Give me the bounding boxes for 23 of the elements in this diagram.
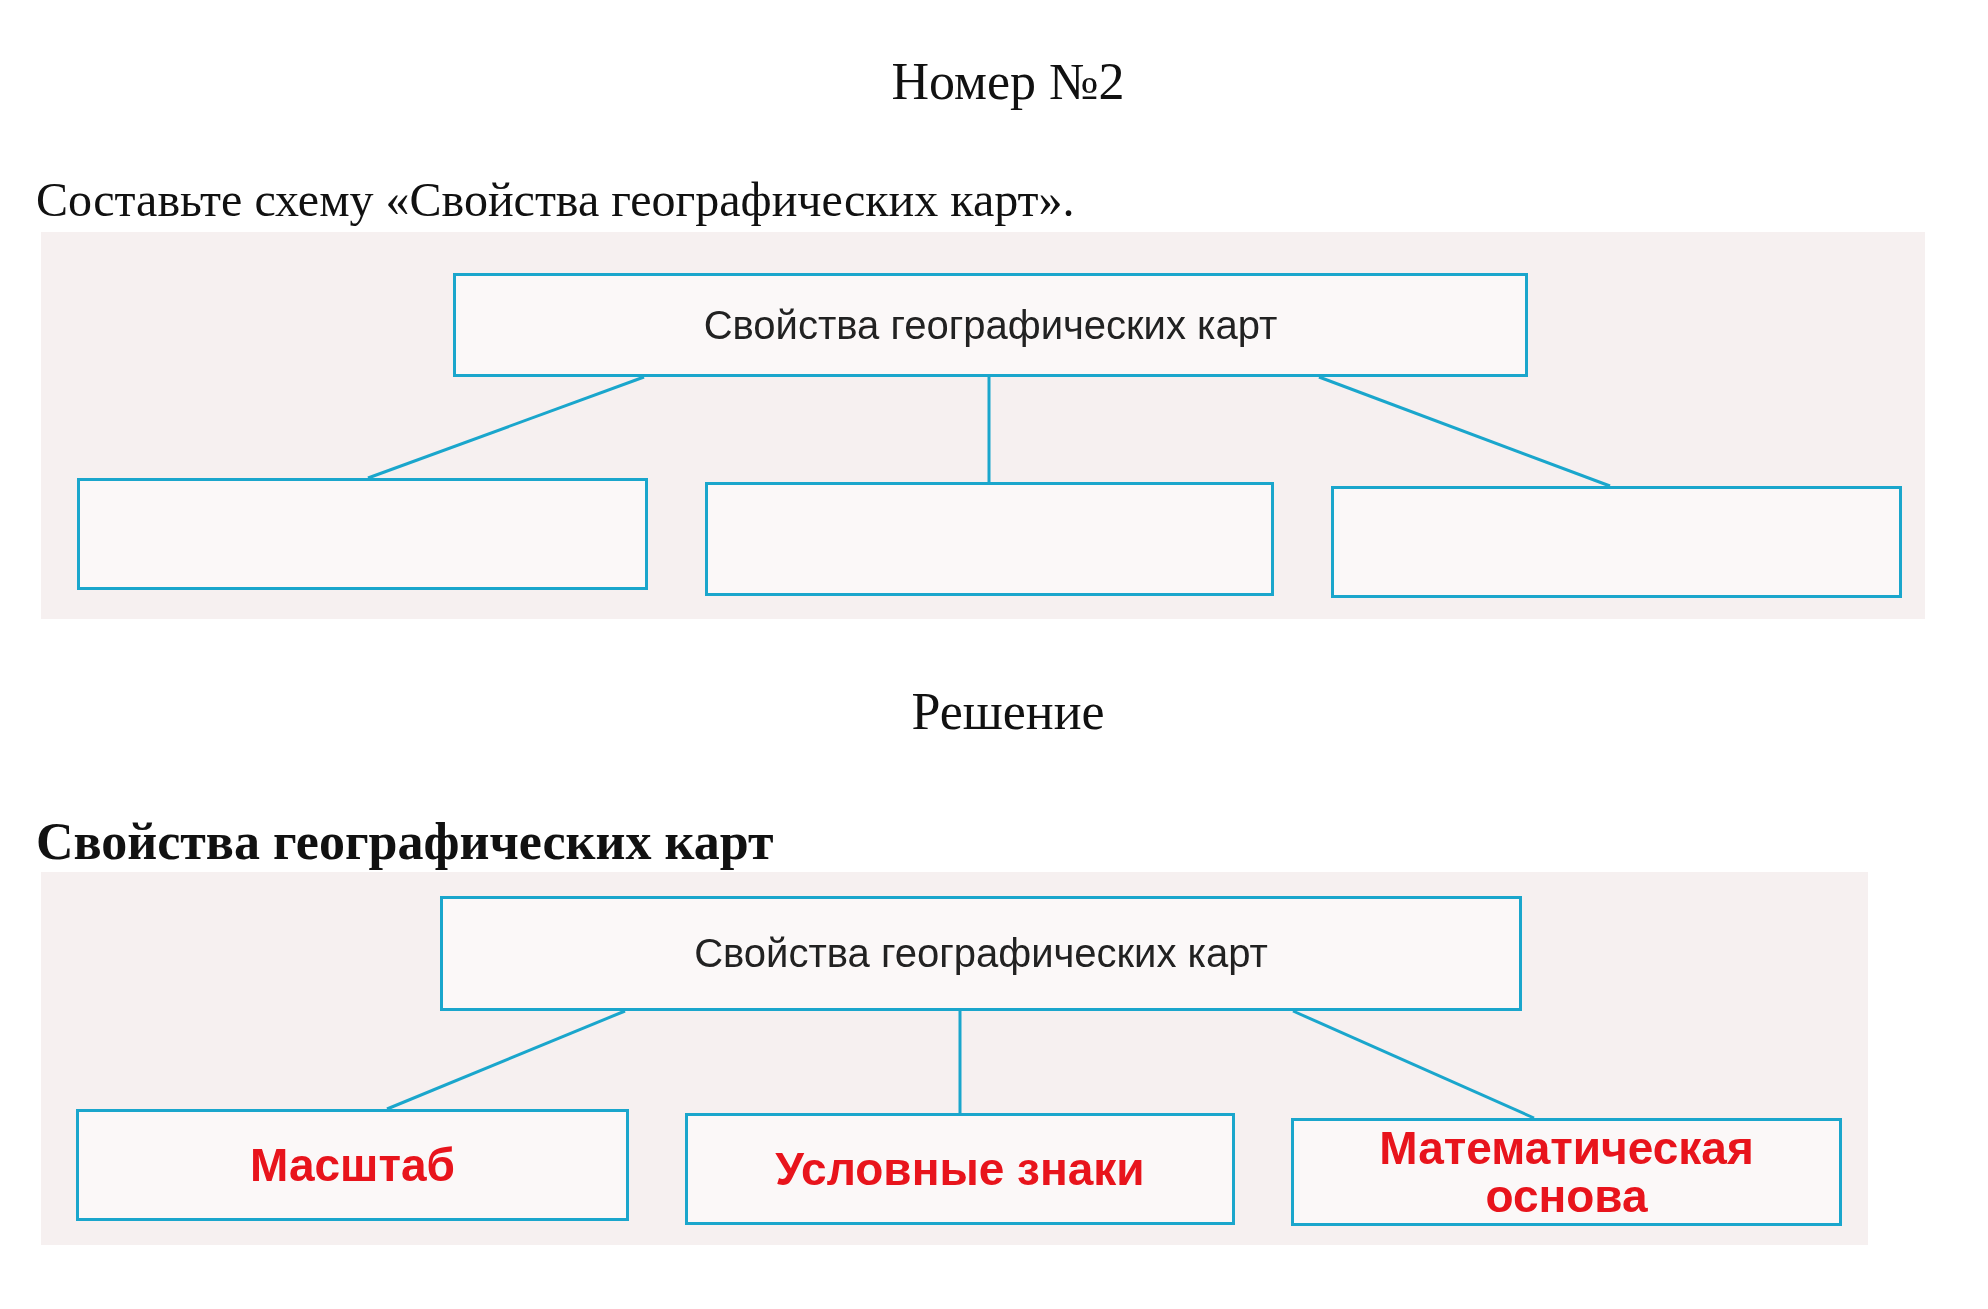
connector-line <box>367 375 645 480</box>
answer-text: Условные знаки <box>775 1144 1145 1194</box>
box-text: Свойства географических карт <box>694 931 1268 976</box>
title: Номер №2 <box>890 52 1126 111</box>
concept-box <box>76 1109 629 1221</box>
empty-box <box>1331 486 1902 598</box>
box-text: Свойства географических карт <box>703 302 1278 348</box>
concept-box <box>440 896 1522 1011</box>
section-heading: Решение <box>911 682 1105 741</box>
connector-line <box>1292 1009 1535 1120</box>
concept-box <box>685 1113 1235 1225</box>
connector-line <box>1318 375 1611 488</box>
empty-box <box>705 482 1274 596</box>
concept-box <box>1291 1118 1842 1226</box>
connector-line <box>386 1009 626 1111</box>
connector-line <box>987 377 991 482</box>
answer-text: Масштаб <box>250 1140 455 1190</box>
empty-box <box>77 478 648 590</box>
answer-text: Математическая основа <box>1378 1123 1755 1221</box>
connector-line <box>958 1011 962 1113</box>
concept-box <box>453 273 1528 377</box>
scheme-heading: Свойства географических карт <box>36 812 774 871</box>
instruction-text: Составьте схему «Свойства географических карт». <box>36 172 1075 227</box>
